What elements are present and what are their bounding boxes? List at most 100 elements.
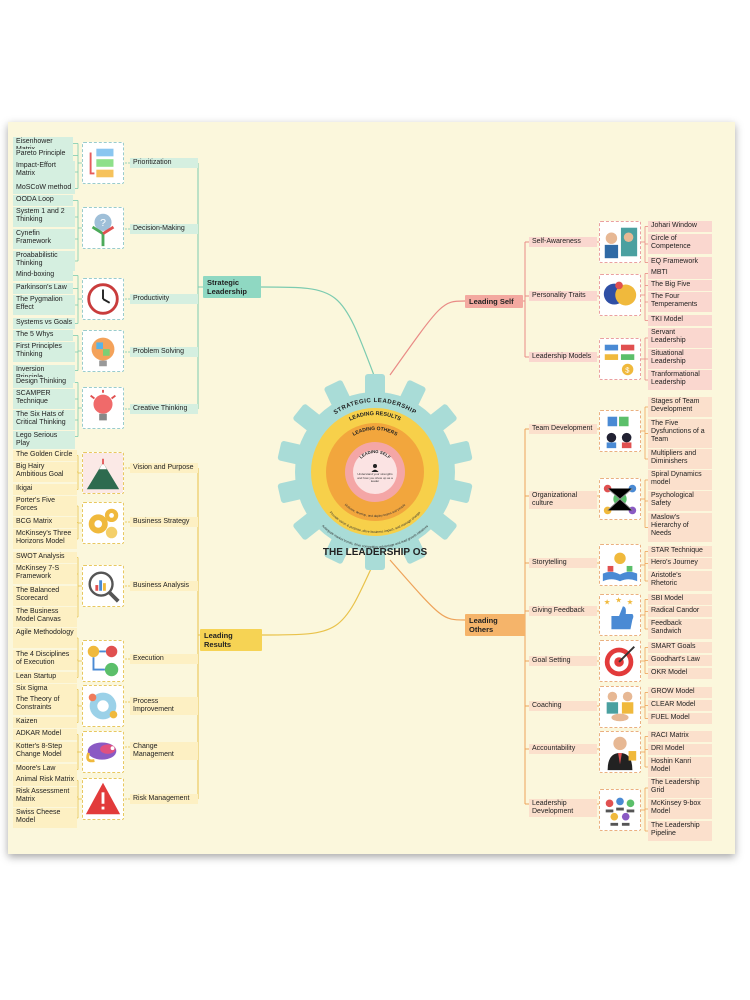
- strategic-group-2-item: Systems vs Goals: [13, 318, 75, 329]
- decision-icon: ?: [82, 207, 124, 249]
- others-group-4-item: OKR Model: [648, 668, 712, 679]
- others-hub-connector: [389, 559, 466, 621]
- mountain-icon: [82, 452, 124, 494]
- results-group-1-item: Porter's Five Forces: [13, 496, 77, 516]
- others-group-5-label: Coaching: [529, 701, 597, 711]
- others-group-4-item: SMART Goals: [648, 642, 712, 653]
- lightbulb-icon: [82, 387, 124, 429]
- strategic-group-3-item: First Principles Thinking: [13, 342, 75, 362]
- self-group-2-item: Tranformational Leadership: [648, 370, 712, 390]
- warning-icon: [82, 778, 124, 820]
- others-group-1-item: Maslow's Hierarchy of Needs: [648, 513, 712, 542]
- strategic-group-1-item: OODA Loop: [13, 195, 73, 206]
- others-group-1-label: Organizational culture: [529, 491, 597, 509]
- others-group-3-item: Radical Candor: [648, 606, 712, 617]
- others-group-1-item: Psychological Safety: [648, 491, 712, 511]
- results-group-3-item: Agile Methodology: [13, 628, 77, 648]
- others-group-6-item: RACI Matrix: [648, 731, 712, 742]
- svg-text:$: $: [625, 365, 630, 374]
- others-group-0-label: Team Development: [529, 424, 597, 434]
- gear-icon: STRATEGIC LEADERSHIP LEADING RESULTS LEA…: [277, 374, 473, 570]
- others-group-7-item: McKinsey 9-box Model: [648, 799, 712, 819]
- team-puzzle-icon: [599, 410, 641, 452]
- others-group-0-item: Stages of Team Development: [648, 397, 712, 417]
- results-group-4-label: Process Improvement: [130, 697, 198, 715]
- ring-results-label: LEADING RESULTS: [348, 411, 402, 423]
- results-hub-connector: [261, 559, 376, 636]
- diagram-title: THE LEADERSHIP OS: [322, 547, 428, 558]
- results-group-3-item: Lean Startup: [13, 672, 77, 683]
- results-group-1-item: McKinsey's Three Horizons Model: [13, 529, 77, 549]
- self-group-2-item: Situational Leadership: [648, 349, 712, 369]
- results-group-4-item: The Theory of Constraints: [13, 695, 77, 715]
- strategic-group-0-label: Prioritization: [130, 158, 198, 168]
- clock-icon: [82, 278, 124, 320]
- strategic-group-2-item: Parkinson's Law: [13, 283, 73, 294]
- self-group-0-item: EQ Framework: [648, 257, 712, 268]
- results-group-0-item: Ikigai: [13, 484, 77, 495]
- strategic-group-4-item: The Six Hats of Critical Thinking: [13, 410, 75, 430]
- results-group-6-item: Risk Assessment Matrix: [13, 787, 77, 807]
- self-group-1-item: The Big Five: [648, 280, 712, 291]
- others-group-6-item: DRI Model: [648, 744, 712, 755]
- results-group-2-item: SWOT Analysis: [13, 552, 77, 563]
- strategic-group-2-item: The Pygmalion Effect: [13, 295, 75, 315]
- process-gear-icon: [82, 685, 124, 727]
- thumbs-up-stars-icon: ★ ★ ★: [599, 594, 641, 636]
- ring-others-label: LEADING OTHERS: [352, 426, 399, 438]
- others-group-7-item: The Leadership Grid: [648, 778, 712, 798]
- target-icon: [599, 640, 641, 682]
- self-hub-connector: [389, 300, 466, 376]
- others-group-3-item: SBI Model: [648, 594, 712, 605]
- others-group-7-item: The Leadership Pipeline: [648, 821, 712, 841]
- results-group-5-label: Change Management: [130, 742, 198, 760]
- others-group-2-item: Aristotle's Rhetoric: [648, 571, 712, 591]
- self-group-0-item: Johari Window: [648, 221, 712, 232]
- results-group-6-item: Animal Risk Matrix: [13, 775, 77, 786]
- self-group-1-item: MBTI: [648, 268, 712, 279]
- results-group-4-item: Kaizen: [13, 717, 77, 728]
- strategic-group-3-label: Problem Solving: [130, 347, 198, 357]
- self-group-1-item: The Four Temperaments: [648, 292, 712, 312]
- results-group-5-item: Kotter's 8-Step Change Model: [13, 742, 77, 762]
- strategic-group-2-label: Productivity: [130, 294, 198, 304]
- results-group-2-item: McKinsey 7-S Framework: [13, 564, 77, 584]
- others-group-6-label: Accountability: [529, 744, 597, 754]
- svg-text:?: ?: [100, 218, 106, 229]
- svg-text:★: ★: [627, 598, 634, 607]
- results-branch-label: Leading Results: [200, 629, 262, 651]
- prioritization-icon: [82, 142, 124, 184]
- leadership-os-gear: STRATEGIC LEADERSHIP LEADING RESULTS LEA…: [276, 373, 474, 571]
- svg-text:★: ★: [604, 598, 611, 607]
- strategic-group-0-item: MoSCoW method: [13, 183, 75, 194]
- puzzle-head-icon: [82, 330, 124, 372]
- others-group-0-item: The Five Dysfunctions of a Team: [648, 419, 712, 448]
- others-group-4-label: Goal Setting: [529, 656, 597, 666]
- ring-self-text: Understand your strengths and how you sh…: [357, 473, 393, 484]
- models-board-icon: $: [599, 338, 641, 380]
- others-group-5-item: FUEL Model: [648, 713, 712, 724]
- magnifier-chart-icon: [82, 565, 124, 607]
- strategic-group-0-item: Impact-Effort Matrix: [13, 161, 75, 183]
- self-group-1-label: Personality Traits: [529, 291, 597, 301]
- culture-network-icon: [599, 478, 641, 520]
- others-group-3-item: Feedback Sandwich: [648, 619, 712, 639]
- svg-text:★: ★: [615, 596, 622, 605]
- strategic-group-0-item: Pareto Principle: [13, 149, 73, 162]
- results-group-1-label: Business Strategy: [130, 517, 198, 527]
- svg-text:LEADING RESULTS: LEADING RESULTS: [348, 411, 402, 423]
- businessman-icon: [599, 731, 641, 773]
- strategic-group-2-item: Mind-boxing: [13, 270, 73, 281]
- results-group-0-item: Big Hairy Ambitious Goal: [13, 462, 77, 482]
- results-group-2-item: The Business Model Canvas: [13, 607, 77, 627]
- chameleon-icon: [82, 731, 124, 773]
- strategic-group-1-item: System 1 and 2 Thinking: [13, 207, 75, 227]
- self-group-1-item: TKI Model: [648, 315, 712, 326]
- person-icon: [371, 464, 379, 472]
- results-group-6-item: Swiss Cheese Model: [13, 808, 77, 828]
- strategic-hub-connector: [260, 286, 376, 379]
- others-branch-label: Leading Others: [465, 614, 525, 636]
- mirror-person-icon: [599, 221, 641, 263]
- strategic-group-4-item: SCAMPER Technique: [13, 389, 75, 409]
